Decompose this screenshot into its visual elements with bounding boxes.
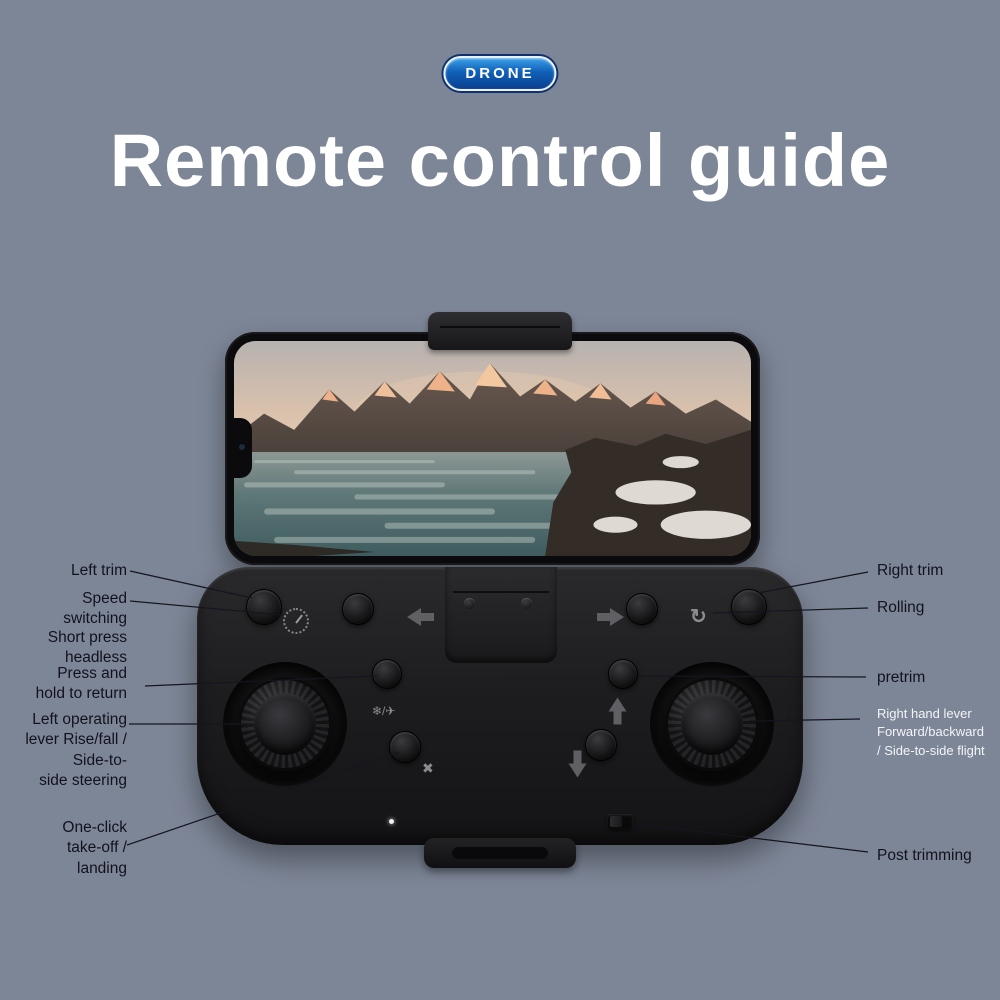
power-led-icon [389,819,394,824]
left-joystick-well [223,662,347,786]
mount-screw-icon [521,598,532,609]
takeoff-landing-button [389,731,421,763]
callout-right-lever: Right hand lever Forward/backward / Side… [877,706,985,758]
callout-one-click-takeoff: One-click take-off / landing [62,819,127,877]
headless-return-icon: ❄/✈ [372,704,396,718]
landscape-photo [234,341,751,556]
callout-speed-switching: Speed switching [63,590,127,628]
brand-text: DRONE [465,65,535,82]
roll-flip-icon: ↻ [690,606,707,628]
callout-post-trimming: Post trimming [877,847,972,864]
left-trim-button [246,589,282,625]
remote-controller: ↻ ❄/✈ ✖ [197,567,803,868]
trim-down-button [585,729,617,761]
front-camera-icon [239,444,245,450]
mount-screw-icon [464,598,475,609]
speed-dial-icon [283,608,309,634]
right-joystick-well [650,662,774,786]
takeoff-drone-icon: ✖ [422,760,434,776]
rolling-button [626,593,658,625]
pretrim-button [608,659,638,689]
phone-screen [234,341,751,556]
up-arrow-icon [608,697,627,725]
phone-mount-arm [445,567,557,663]
headless-return-button [372,659,402,689]
speed-switching-button [342,593,374,625]
callout-press-hold-return: Press and hold to return [35,665,127,703]
callout-left-lever: Left operating lever Rise/fall / Side-to… [25,711,127,790]
right-joystick [665,677,759,771]
phone [225,332,760,565]
page-title: Remote control guide [109,119,891,202]
left-joystick [238,677,332,771]
callout-short-press-headless: Short press headless [47,629,127,667]
left-arrow-icon [407,608,434,626]
phone-clamp [428,312,572,350]
callout-rolling: Rolling [877,599,925,616]
down-arrow-icon [568,750,587,778]
right-trim-button [731,589,767,625]
callout-left-trim: Left trim [71,562,127,579]
post-trimming-switch [607,814,633,829]
callout-right-trim: Right trim [877,562,944,579]
callout-pretrim: pretrim [877,669,926,686]
right-arrow-icon [597,608,624,626]
folded-stand [424,838,576,868]
brand-badge: DRONE [443,56,557,91]
